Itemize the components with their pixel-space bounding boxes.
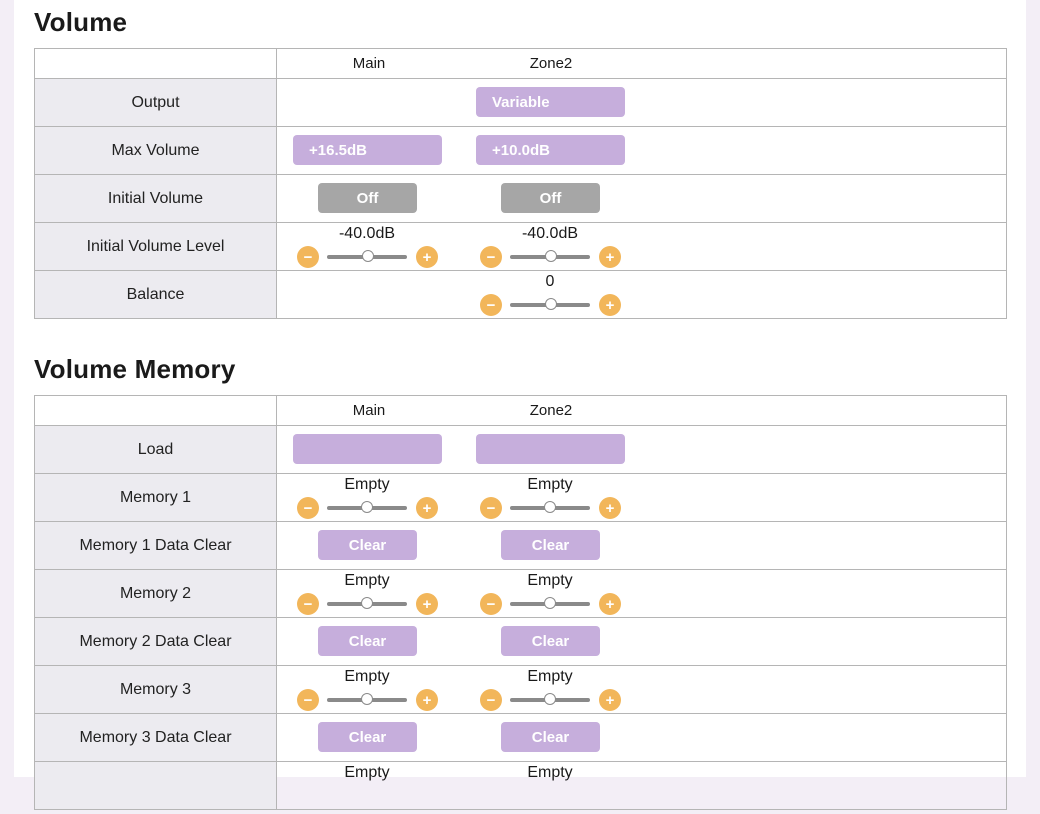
plus-icon[interactable]: + — [416, 497, 438, 519]
memory-3-label: Memory 3 — [34, 665, 277, 714]
main-memory-1-clear-button[interactable]: Clear — [318, 530, 417, 560]
slider-handle[interactable] — [544, 597, 556, 609]
column-header-zone2: Zone2 — [529, 55, 573, 72]
main-load-button[interactable] — [293, 434, 442, 464]
slider-value: -40.0dB — [338, 225, 396, 242]
balance-label: Balance — [34, 270, 277, 319]
column-header-main: Main — [352, 402, 386, 419]
memory-2-label: Memory 2 — [34, 569, 277, 618]
volume-memory-table: Main Zone2 Load Memory 1 Empty − + — [34, 395, 1007, 810]
plus-icon[interactable]: + — [599, 294, 621, 316]
main-memory-2-slider: Empty − + — [295, 570, 439, 622]
slider-value: Empty — [344, 668, 390, 685]
zone2-load-button[interactable] — [476, 434, 625, 464]
slider-value: 0 — [545, 273, 555, 290]
settings-page: Volume Main Zone2 Output Variable Max Vo… — [14, 0, 1026, 810]
slider-value: Empty — [344, 572, 390, 589]
zone2-memory-2-clear-button[interactable]: Clear — [501, 626, 600, 656]
slider-value: Empty — [527, 572, 573, 589]
minus-icon[interactable]: − — [297, 593, 319, 615]
main-memory-3-clear-button[interactable]: Clear — [318, 722, 417, 752]
minus-icon[interactable]: − — [480, 246, 502, 268]
minus-icon[interactable]: − — [297, 497, 319, 519]
volume-section-title: Volume — [34, 7, 128, 37]
slider-handle[interactable] — [361, 693, 373, 705]
main-memory-3-slider: Empty − + — [295, 666, 439, 718]
slider-value: Empty — [527, 764, 573, 781]
memory-1-clear-label: Memory 1 Data Clear — [34, 521, 277, 570]
memory-2-clear-row: Memory 2 Data Clear Clear Clear — [34, 617, 1007, 666]
output-label: Output — [34, 78, 277, 127]
slider-handle[interactable] — [545, 250, 557, 262]
zone2-balance-slider: 0 − + — [478, 271, 622, 323]
load-row: Load — [34, 425, 1007, 474]
slider-value: Empty — [344, 476, 390, 493]
initial-volume-row: Initial Volume Off Off — [34, 174, 1007, 223]
zone2-memory-4-slider: Empty — [478, 762, 622, 814]
slider-value: Empty — [344, 764, 390, 781]
minus-icon[interactable]: − — [480, 593, 502, 615]
zone2-memory-1-clear-button[interactable]: Clear — [501, 530, 600, 560]
load-label: Load — [34, 425, 277, 474]
main-memory-1-slider: Empty − + — [295, 474, 439, 526]
memory-3-row: Memory 3 Empty − + Empty − + — [34, 665, 1007, 714]
max-volume-row: Max Volume +16.5dB +10.0dB — [34, 126, 1007, 175]
zone2-memory-2-slider: Empty − + — [478, 570, 622, 622]
slider-handle[interactable] — [362, 250, 374, 262]
main-initial-volume-toggle[interactable]: Off — [318, 183, 417, 213]
memory-3-clear-label: Memory 3 Data Clear — [34, 713, 277, 762]
main-max-volume-button[interactable]: +16.5dB — [293, 135, 442, 165]
initial-volume-level-label: Initial Volume Level — [34, 222, 277, 271]
slider-handle[interactable] — [544, 693, 556, 705]
memory-3-clear-row: Memory 3 Data Clear Clear Clear — [34, 713, 1007, 762]
plus-icon[interactable]: + — [416, 593, 438, 615]
memory-1-clear-row: Memory 1 Data Clear Clear Clear — [34, 521, 1007, 570]
main-memory-4-slider: Empty — [295, 762, 439, 814]
balance-row: Balance 0 − + — [34, 270, 1007, 319]
volume-memory-section-title: Volume Memory — [34, 354, 236, 384]
plus-icon[interactable]: + — [599, 497, 621, 519]
slider-value: Empty — [527, 476, 573, 493]
minus-icon[interactable]: − — [297, 246, 319, 268]
zone2-memory-3-slider: Empty − + — [478, 666, 622, 718]
plus-icon[interactable]: + — [416, 689, 438, 711]
memory-1-label: Memory 1 — [34, 473, 277, 522]
slider-value: Empty — [527, 668, 573, 685]
memory-2-row: Memory 2 Empty − + Empty − + — [34, 569, 1007, 618]
initial-volume-label: Initial Volume — [34, 174, 277, 223]
slider-handle[interactable] — [361, 501, 373, 513]
minus-icon[interactable]: − — [480, 294, 502, 316]
memory-2-clear-label: Memory 2 Data Clear — [34, 617, 277, 666]
main-memory-2-clear-button[interactable]: Clear — [318, 626, 417, 656]
zone2-max-volume-button[interactable]: +10.0dB — [476, 135, 625, 165]
max-volume-label: Max Volume — [34, 126, 277, 175]
plus-icon[interactable]: + — [599, 593, 621, 615]
slider-handle[interactable] — [545, 298, 557, 310]
plus-icon[interactable]: + — [599, 689, 621, 711]
slider-value: -40.0dB — [521, 225, 579, 242]
column-header-zone2: Zone2 — [529, 402, 573, 419]
column-header-main: Main — [352, 55, 386, 72]
memory-4-label — [34, 761, 277, 810]
minus-icon[interactable]: − — [297, 689, 319, 711]
slider-handle[interactable] — [361, 597, 373, 609]
zone2-memory-1-slider: Empty − + — [478, 474, 622, 526]
memory-1-row: Memory 1 Empty − + Empty − + — [34, 473, 1007, 522]
plus-icon[interactable]: + — [416, 246, 438, 268]
initial-volume-level-row: Initial Volume Level -40.0dB − + -40.0dB… — [34, 222, 1007, 271]
memory-4-row: Empty Empty — [34, 761, 1007, 810]
slider-handle[interactable] — [544, 501, 556, 513]
minus-icon[interactable]: − — [480, 497, 502, 519]
minus-icon[interactable]: − — [480, 689, 502, 711]
main-initial-level-slider: -40.0dB − + — [295, 223, 439, 275]
output-row: Output Variable — [34, 78, 1007, 127]
zone2-output-button[interactable]: Variable — [476, 87, 625, 117]
volume-table: Main Zone2 Output Variable Max Volume +1… — [34, 48, 1007, 319]
zone2-memory-3-clear-button[interactable]: Clear — [501, 722, 600, 752]
zone2-initial-volume-toggle[interactable]: Off — [501, 183, 600, 213]
plus-icon[interactable]: + — [599, 246, 621, 268]
zone2-initial-level-slider: -40.0dB − + — [478, 223, 622, 275]
